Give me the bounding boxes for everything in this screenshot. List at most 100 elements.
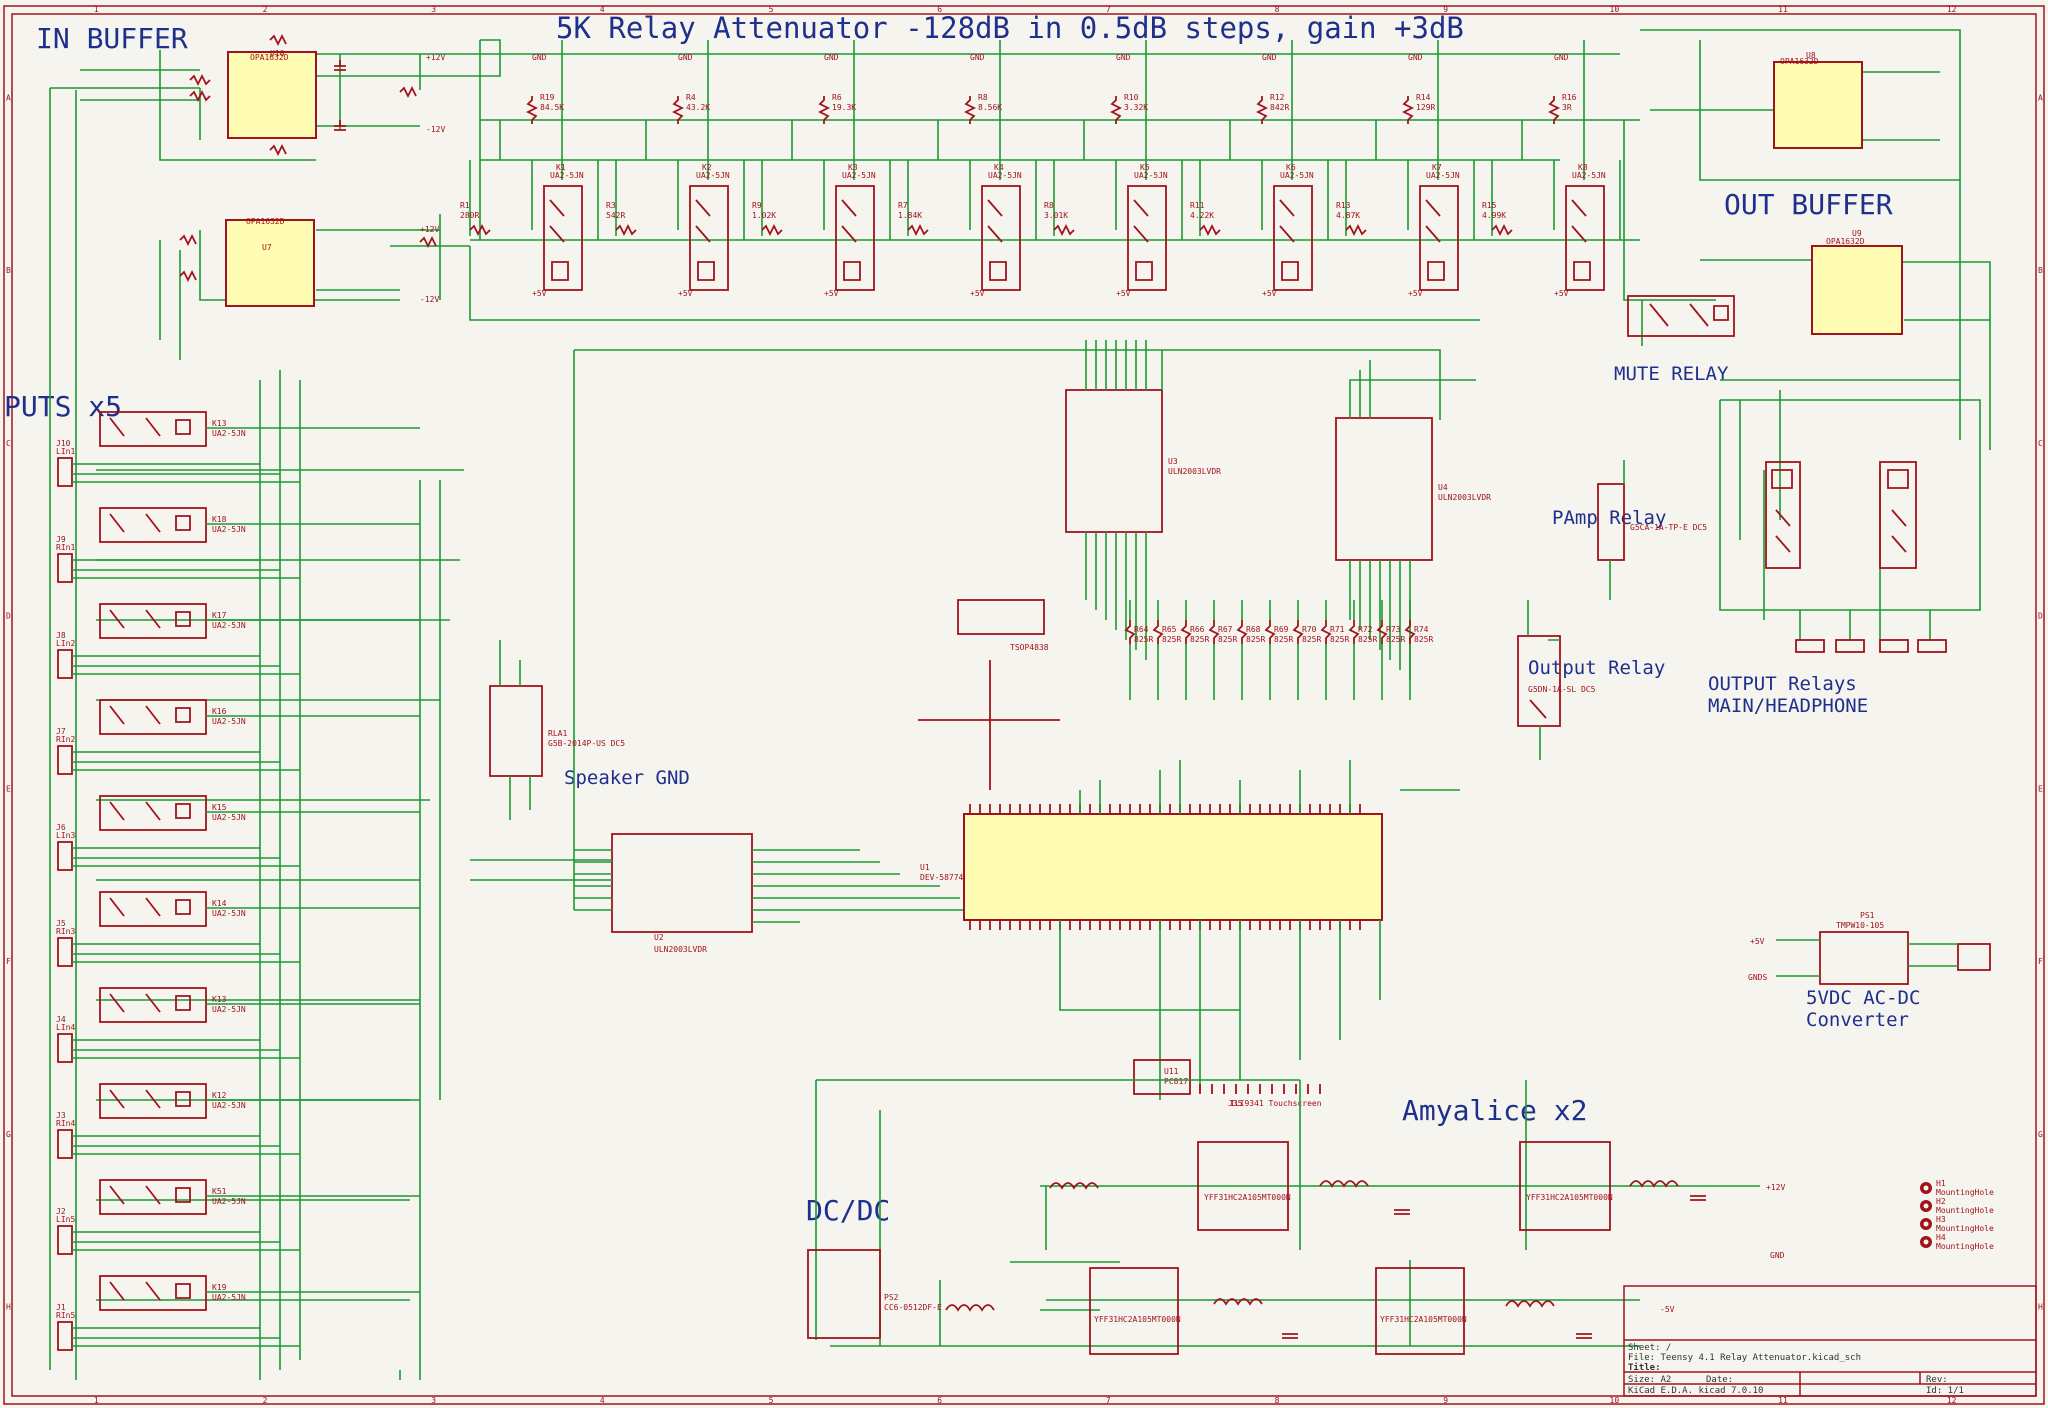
series-resistor-val: 4.22K [1190, 211, 1214, 220]
tb-sheet: Sheet: / [1628, 1343, 1671, 1353]
ps2-ref: PS2 [884, 1293, 899, 1302]
driver-resistor-ref: R69 [1274, 625, 1289, 634]
atten-relay [1419, 185, 1459, 291]
u9-ref: U9 [1852, 229, 1862, 238]
mounting-hole-ref: H3 [1936, 1215, 1946, 1224]
driver-resistor-val: 825R [1358, 635, 1377, 644]
output-relays-title-1: OUTPUT Relays [1708, 673, 1857, 695]
input-relay-wiring [72, 523, 420, 579]
fl3-filter [1089, 1267, 1179, 1355]
inputs-title: PUTS x5 [4, 390, 122, 423]
driver-resistor [1348, 620, 1360, 644]
input-connector [57, 1321, 73, 1351]
atten-relay-val: UA2-5JN [988, 171, 1022, 180]
atten-relay-ref: K3 [848, 163, 858, 172]
fl2-val: YFF31HC2A105MT000N [1526, 1193, 1613, 1202]
border-row-label: E [2038, 784, 2043, 793]
gnd-label: GND [824, 53, 839, 62]
input-connector [57, 1129, 73, 1159]
input-relay-val: UA2-5JN [212, 909, 246, 918]
input-connector [57, 1225, 73, 1255]
border-col-label: 10 [1610, 1396, 1620, 1405]
driver-resistor-val: 825R [1330, 635, 1349, 644]
stage-wire [1053, 40, 1183, 240]
in-buffer-minus12: -12V [426, 125, 445, 134]
series-resistor-ref: R1 [460, 201, 470, 210]
shunt-resistor [1547, 96, 1561, 124]
output-connector [1917, 639, 1947, 653]
input-relay-val: UA2-5JN [212, 1101, 246, 1110]
border-col-label: 9 [1443, 5, 1448, 14]
acdc-gnds: GNDS [1748, 973, 1767, 982]
gnd-label: GND [1262, 53, 1277, 62]
input-relay-contacts [109, 705, 191, 725]
stage-wire [761, 40, 891, 240]
atten-relay [981, 185, 1021, 291]
series-resistor [761, 223, 783, 237]
v5-val: TSOP4838 [1010, 643, 1049, 652]
out-buffer-section: U8 OPA1632D U9 OPA1632D [1623, 29, 1991, 540]
sheet-border-outer [3, 5, 2045, 1405]
input-connector-label: LIn5 [56, 1215, 75, 1224]
atten-relay-contacts [549, 199, 569, 281]
border-col-label: 7 [1106, 1396, 1111, 1405]
shunt-resistor-ref: R10 [1124, 93, 1139, 102]
input-relay-ref: K13 [212, 995, 227, 1004]
atten-relay-contacts [695, 199, 715, 281]
atten-relay-contacts [841, 199, 861, 281]
input-connector-label: LIn4 [56, 1023, 75, 1032]
series-resistor [1053, 223, 1075, 237]
main-title: 5K Relay Attenuator -128dB in 0.5dB step… [556, 11, 1464, 45]
input-relay-ref: K18 [212, 515, 227, 524]
u2-val: ULN2003LVDR [654, 945, 707, 954]
in-buffer-plus12: +12V [426, 53, 445, 62]
series-resistor [1199, 223, 1221, 237]
border-row-label: C [6, 439, 11, 448]
stage-wire [1199, 40, 1329, 240]
border-col-label: 7 [1106, 5, 1111, 14]
u4-val: ULN2003LVDR [1438, 493, 1491, 502]
input-connector [57, 1033, 73, 1063]
output-connector [1879, 639, 1909, 653]
input-relay [99, 1275, 207, 1311]
u11-val: PC817 [1164, 1077, 1188, 1086]
mounting-hole-val: MountingHole [1936, 1224, 1994, 1233]
atten-relay [543, 185, 583, 291]
atten-relay-ref: K4 [994, 163, 1004, 172]
rla1-ref: RLA1 [548, 729, 567, 738]
input-relay-ref: K16 [212, 707, 227, 716]
border-col-label: 9 [1443, 1396, 1448, 1405]
plus5-label: +5V [824, 289, 839, 298]
mounting-holes: H1MountingHoleH2MountingHoleH3MountingHo… [1920, 1179, 1994, 1251]
series-resistor [469, 223, 491, 237]
driver-resistor [1264, 620, 1276, 644]
output-connector [1835, 639, 1865, 653]
border-col-label: 4 [600, 5, 605, 14]
border-row-label: G [6, 1130, 11, 1139]
u10-opamp [227, 51, 317, 139]
plus5-label: +5V [1116, 289, 1131, 298]
u4-ref: U4 [1438, 483, 1448, 492]
u8-ref: U8 [1806, 51, 1816, 60]
border-row-label: B [6, 266, 11, 275]
input-connector-label: LIn1 [56, 447, 75, 456]
series-resistor-val: 3.01K [1044, 211, 1068, 220]
input-relay-val: UA2-5JN [212, 1005, 246, 1014]
output-relays-section [1719, 399, 1981, 653]
input-relay-ref: K15 [212, 803, 227, 812]
input-relay-val: UA2-5JN [212, 429, 246, 438]
input-connector-ref: J10 [56, 439, 71, 448]
input-connector-ref: J7 [56, 727, 66, 736]
u2-section: U2 ULN2003LVDR [574, 833, 980, 954]
border-row-label: F [6, 957, 11, 966]
acdc-title-2: Converter [1806, 1009, 1909, 1031]
input-relay [99, 987, 207, 1023]
output-relay-title: Output Relay [1528, 657, 1665, 679]
shunt-resistor-ref: R14 [1416, 93, 1431, 102]
shunt-resistor-val: 43.2K [686, 103, 710, 112]
shunt-resistor-ref: R8 [978, 93, 988, 102]
input-relay-wiring [72, 427, 420, 483]
mounting-hole-ref: H1 [1936, 1179, 1946, 1188]
shunt-resistor-ref: R19 [540, 93, 555, 102]
